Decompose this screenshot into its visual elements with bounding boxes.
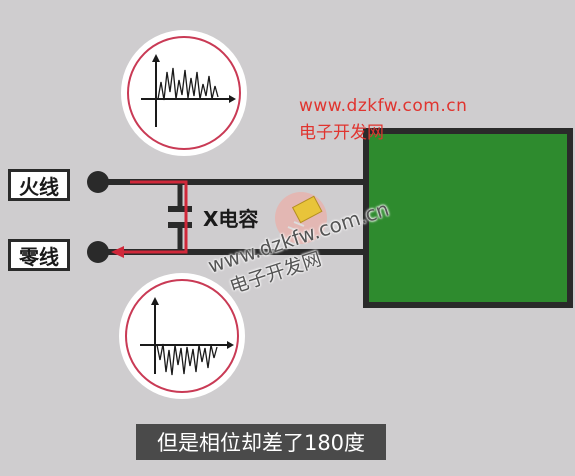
waveform-top-icon — [121, 30, 247, 156]
terminal-dot-icon — [87, 171, 109, 193]
waveform-bottom-icon — [119, 273, 245, 399]
caption-text: 但是相位却差了180度 — [156, 431, 366, 455]
watermark-top-url: www.dzkfw.com.cn — [299, 96, 468, 116]
neutral-wire-text: 零线 — [19, 244, 59, 269]
x-capacitor-label: X电容 — [203, 207, 259, 231]
capacitor-icon — [168, 206, 192, 228]
arrow-icon — [111, 180, 188, 258]
live-wire-label: 火线 — [8, 169, 70, 201]
terminal-dot-icon — [87, 241, 109, 263]
subtitle-caption: 但是相位却差了180度 — [136, 424, 386, 460]
load-device — [363, 128, 573, 308]
neutral-wire-label: 零线 — [8, 239, 70, 271]
live-wire-text: 火线 — [19, 174, 59, 199]
watermark-top-name: 电子开发网 — [299, 123, 384, 143]
capacitor-photo-icon — [275, 192, 327, 244]
